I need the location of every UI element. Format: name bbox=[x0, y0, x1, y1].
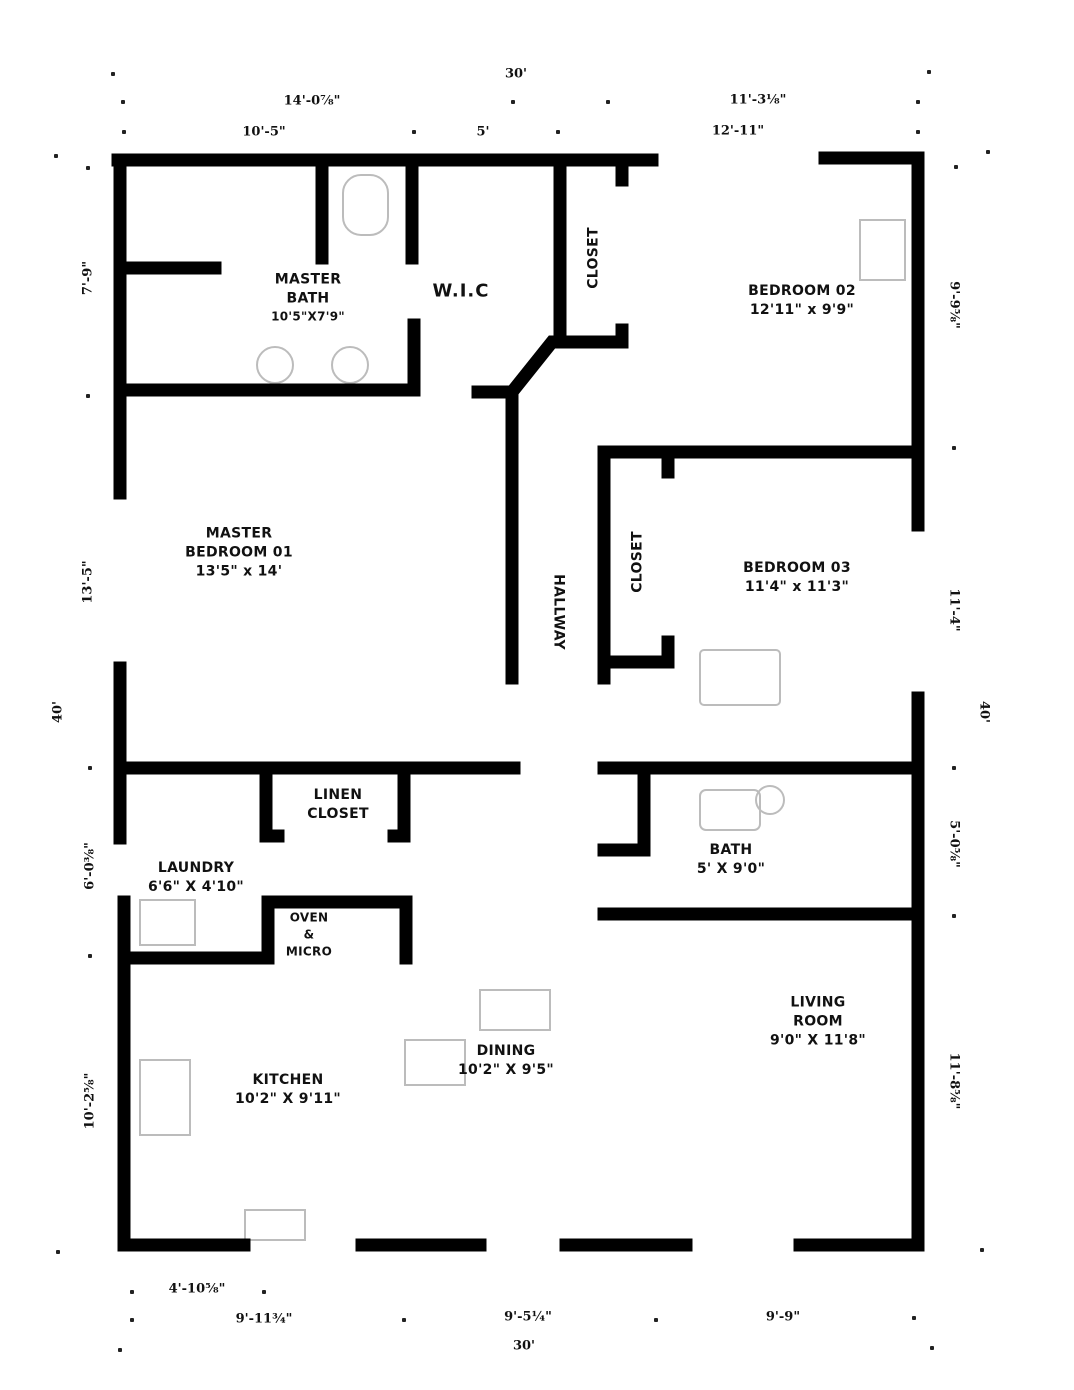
closet-mid-label: CLOSET bbox=[629, 531, 646, 593]
dim-top-right: 11'-3⅛" bbox=[729, 92, 787, 108]
oven-micro-label: OVEN & MICRO bbox=[285, 910, 333, 959]
fixtures bbox=[139, 174, 906, 1241]
walls bbox=[111, 151, 925, 1252]
dim-left-4: 10'-2⅝" bbox=[82, 1072, 98, 1130]
bedroom-03-label: BEDROOM 03 11'4" x 11'3" bbox=[743, 560, 851, 595]
hallway-label: HALLWAY bbox=[550, 574, 567, 650]
dim-right-3: 5'-0⅝" bbox=[946, 820, 962, 868]
dim-top-left: 14'-0⅞" bbox=[283, 93, 341, 109]
dim-top-a: 10'-5" bbox=[242, 124, 286, 140]
dim-top-b: 5' bbox=[476, 124, 490, 140]
dim-right-2: 11'-4" bbox=[946, 588, 962, 632]
dim-top-total: 30' bbox=[504, 66, 528, 82]
dim-bottom-b: 9'-11¾" bbox=[235, 1311, 293, 1327]
bath-label: BATH 5' X 9'0" bbox=[696, 842, 766, 877]
living-room-label: LIVING ROOM 9'0" X 11'8" bbox=[769, 994, 867, 1049]
dim-left-1: 7'-9" bbox=[80, 260, 96, 296]
master-bedroom-label: MASTER BEDROOM 01 13'5" x 14' bbox=[185, 525, 293, 580]
dim-left-total: 40' bbox=[50, 700, 66, 724]
dim-right-1: 9'-9⅝" bbox=[946, 281, 962, 329]
dim-right-total: 40' bbox=[976, 700, 992, 724]
dim-bottom-c: 9'-5¼" bbox=[504, 1309, 552, 1325]
dim-right-4: 11'-8⅝" bbox=[946, 1052, 962, 1110]
bedroom-02-label: BEDROOM 02 12'11" x 9'9" bbox=[748, 283, 856, 318]
dim-bottom-total: 30' bbox=[512, 1338, 536, 1354]
master-bath-label: MASTER BATH 10'5"X7'9" bbox=[271, 271, 345, 324]
wic-label: W.I.C bbox=[432, 280, 490, 302]
kitchen-label: KITCHEN 10'2" X 9'11" bbox=[234, 1072, 342, 1107]
dim-bottom-d: 9'-9" bbox=[765, 1309, 801, 1325]
linen-closet-label: LINEN CLOSET bbox=[307, 787, 369, 822]
dim-bottom-a: 4'-10⅝" bbox=[168, 1281, 226, 1297]
laundry-label: LAUNDRY 6'6" X 4'10" bbox=[147, 860, 245, 895]
closet-top-label: CLOSET bbox=[585, 227, 602, 289]
dim-left-3: 6'-0⅜" bbox=[82, 842, 98, 890]
dim-left-2: 13'-5" bbox=[80, 560, 96, 604]
dim-top-c: 12'-11" bbox=[711, 123, 765, 139]
dining-label: DINING 10'2" X 9'5" bbox=[457, 1043, 555, 1078]
